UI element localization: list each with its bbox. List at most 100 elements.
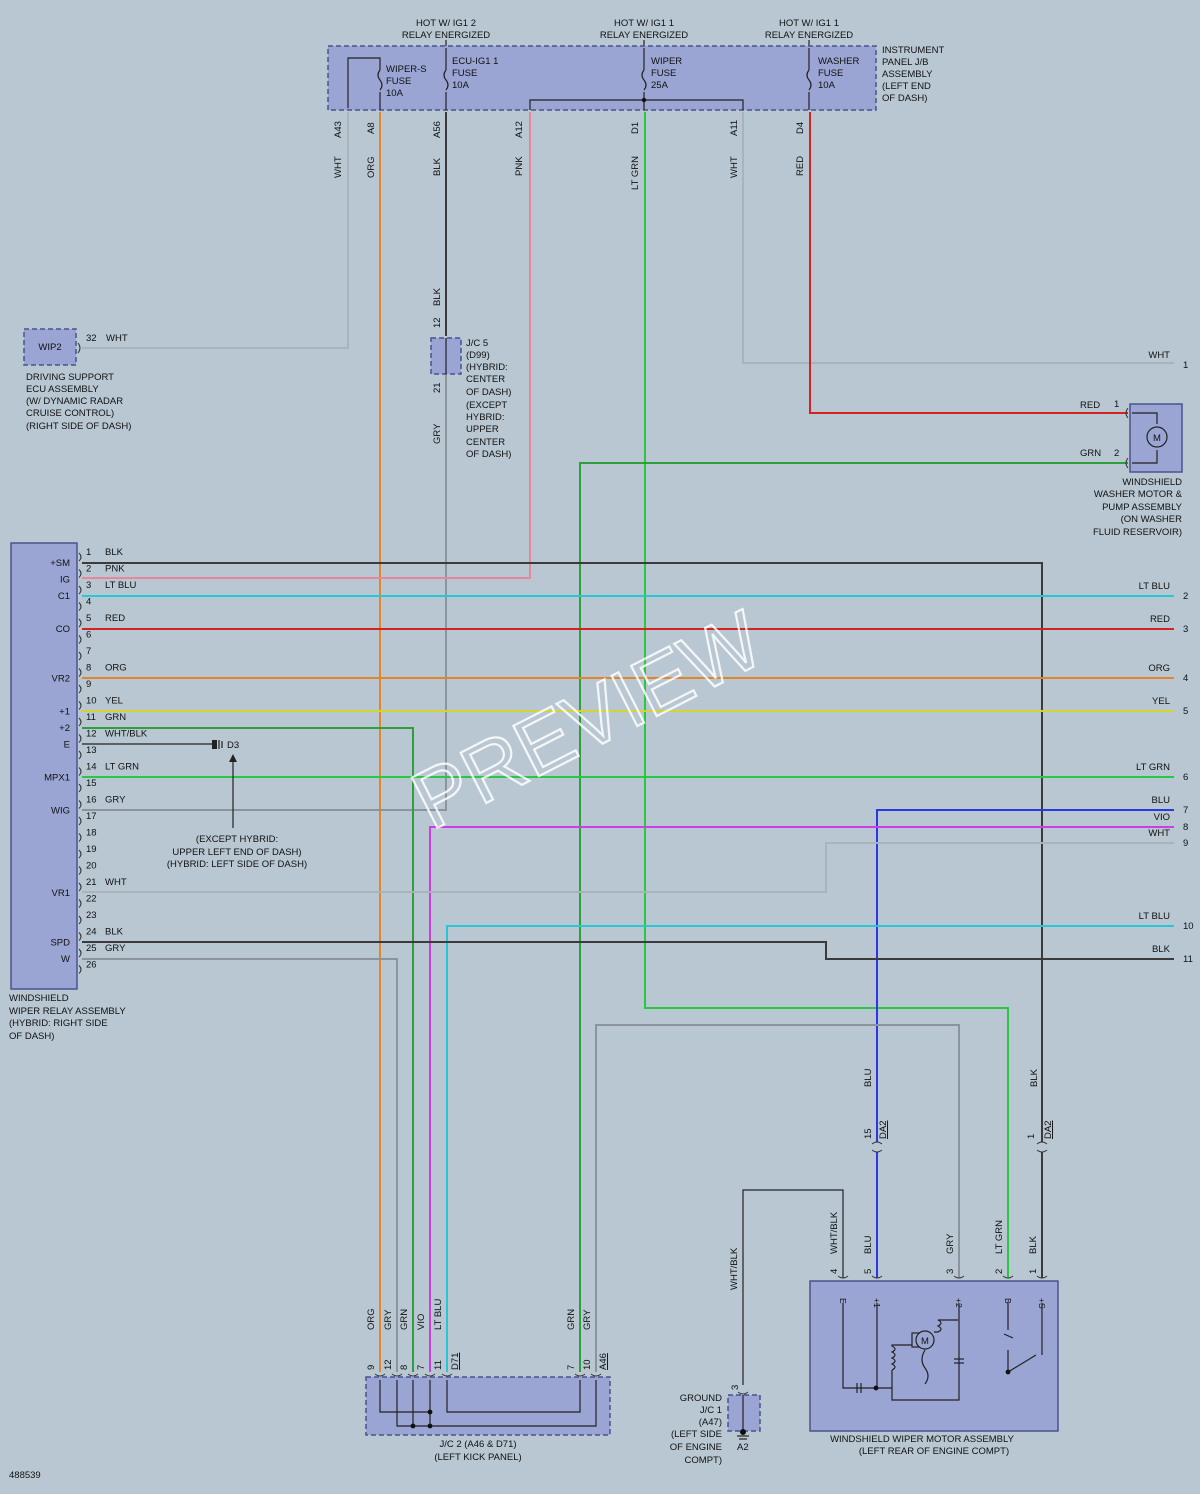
da2-connector: BLU 15 DA2 BLK 1 DA2 — [863, 1068, 1054, 1153]
wiper-pin: 1 — [1028, 1269, 1039, 1274]
relay-pin-number: 24 — [86, 927, 97, 938]
ref-number: 2 — [1183, 591, 1188, 602]
hot-ig11-label: HOT W/ IG1 1 — [779, 18, 839, 29]
fuse-type: FUSE — [651, 68, 676, 79]
relay-wire-color: LT GRN — [105, 762, 139, 773]
d3-note: UPPER LEFT END OF DASH) — [172, 847, 301, 858]
relay-box — [10, 542, 78, 990]
relay-pin-number: 20 — [86, 861, 97, 872]
relay-pin-number: 19 — [86, 844, 97, 855]
jc5-wire-top: BLK — [432, 287, 443, 306]
wire-blk — [82, 941, 1174, 960]
ecu-label: ECU ASSEMBLY — [26, 384, 99, 395]
ref-number: 10 — [1183, 921, 1194, 932]
relay-terminal: VR2 — [52, 674, 70, 685]
jb-wire-color: ORG — [366, 156, 377, 178]
ref-number: 3 — [1183, 624, 1188, 635]
washer-motor-symbol: M — [1153, 433, 1161, 444]
wire-blk — [82, 562, 1043, 1142]
wiper-pin: 2 — [994, 1269, 1005, 1274]
washer-label: PUMP ASSEMBLY — [1102, 502, 1183, 513]
fuse-icon — [377, 69, 383, 91]
ground-icon — [740, 1429, 746, 1435]
jc5-label: CENTER — [466, 437, 505, 448]
relay-energized-label: RELAY ENERGIZED — [765, 30, 853, 41]
relay-terminal: IG — [60, 575, 70, 586]
relay-label: OF DASH) — [9, 1031, 54, 1042]
wire-harness — [82, 112, 1174, 1385]
fuse-name: WIPER-S — [386, 64, 427, 75]
relay-terminal: MPX1 — [44, 773, 70, 784]
jb-pin: D1 — [630, 122, 641, 134]
relay-terminal: +SM — [50, 558, 70, 569]
motor-icon — [915, 1330, 935, 1350]
relay-pin-number: 26 — [86, 960, 97, 971]
wiper-terminal: +2 — [954, 1298, 964, 1308]
wiper-motor-label: (LEFT REAR OF ENGINE COMPT) — [859, 1446, 1009, 1457]
relay-pin-number: 7 — [86, 646, 91, 657]
fuse-icon — [641, 69, 647, 91]
ref-wire-color: RED — [1150, 614, 1170, 625]
jb-label: ASSEMBLY — [882, 69, 933, 80]
wip2-label: WIP2 — [38, 342, 61, 353]
relay-terminal: +1 — [59, 707, 70, 718]
relay-pin-number: 17 — [86, 811, 97, 822]
jc2-label: J/C 2 (A46 & D71) — [439, 1439, 516, 1450]
fuse-rating: 10A — [818, 80, 836, 91]
washer-label: FLUID RESERVOIR) — [1093, 527, 1182, 538]
wire-gry — [82, 374, 447, 811]
relay-pin-number: 16 — [86, 795, 97, 806]
fuse-type: FUSE — [386, 76, 411, 87]
relay-energized-label: RELAY ENERGIZED — [402, 30, 490, 41]
d3-note: (EXCEPT HYBRID: — [196, 834, 278, 845]
jb-wire-color: BLK — [432, 157, 443, 176]
jc1-label: OF ENGINE — [670, 1442, 722, 1453]
jc5-pin-bottom: 21 — [432, 382, 443, 393]
jc2-wire: GRN — [566, 1309, 577, 1330]
washer-pin: 1 — [1114, 399, 1119, 410]
fuse-type: FUSE — [452, 68, 477, 79]
wire-wht — [742, 112, 1174, 364]
jc5-label: (EXCEPT — [466, 400, 507, 411]
jc2-pin: 10 — [582, 1359, 593, 1370]
jc5: BLK 12 21 GRY J/C 5 (D99) (HYBRID: CENTE… — [430, 287, 511, 460]
relay-pin-number: 11 — [86, 712, 96, 723]
relay-wire-color: WHT — [105, 877, 127, 888]
ecu-label: DRIVING SUPPORT — [26, 372, 114, 383]
relay-pin-number: 15 — [86, 778, 97, 789]
relay-wire-color: BLK — [105, 927, 124, 938]
jb-pin: A56 — [432, 121, 443, 138]
wire-vio — [429, 826, 1174, 1372]
relay-terminal: WIG — [51, 806, 70, 817]
ecu-label: CRUISE CONTROL) — [26, 408, 114, 419]
ground-icon — [212, 740, 217, 749]
jc1-label: GROUND — [680, 1393, 722, 1404]
relay-pin-number: 23 — [86, 910, 97, 921]
washer-wire: RED — [1080, 400, 1100, 411]
jb-label: (LEFT END — [882, 81, 931, 92]
relay-terminal: CO — [56, 624, 70, 635]
jc2-pin: 7 — [416, 1365, 427, 1370]
wiper-terminal: E — [838, 1298, 848, 1304]
da2-conn: DA2 — [878, 1121, 889, 1139]
fuse-name: WIPER — [651, 56, 682, 67]
diagram-id: 488539 — [9, 1470, 41, 1481]
jc2-wire: GRY — [383, 1309, 394, 1330]
d3-note: (HYBRID: LEFT SIDE OF DASH) — [167, 859, 307, 870]
jb-label: OF DASH) — [882, 93, 927, 104]
relay-pin-number: 1 — [86, 547, 91, 558]
ref-wire-color: LT BLU — [1139, 911, 1170, 922]
jc1-label: (LEFT SIDE — [671, 1429, 722, 1440]
relay-wire-color: GRN — [105, 712, 126, 723]
relay-label: (HYBRID: RIGHT SIDE — [9, 1018, 108, 1029]
jc5-wire-bottom: GRY — [432, 423, 443, 444]
jb-wire-color: RED — [795, 156, 806, 176]
jc1-label: (A47) — [699, 1417, 722, 1428]
jc1-box — [727, 1394, 761, 1432]
ref-wire-color: LT GRN — [1136, 762, 1170, 773]
jb-wire-color: LT GRN — [630, 156, 641, 190]
wire-lt-blu — [446, 925, 1174, 1372]
jc5-label: CENTER — [466, 374, 505, 385]
